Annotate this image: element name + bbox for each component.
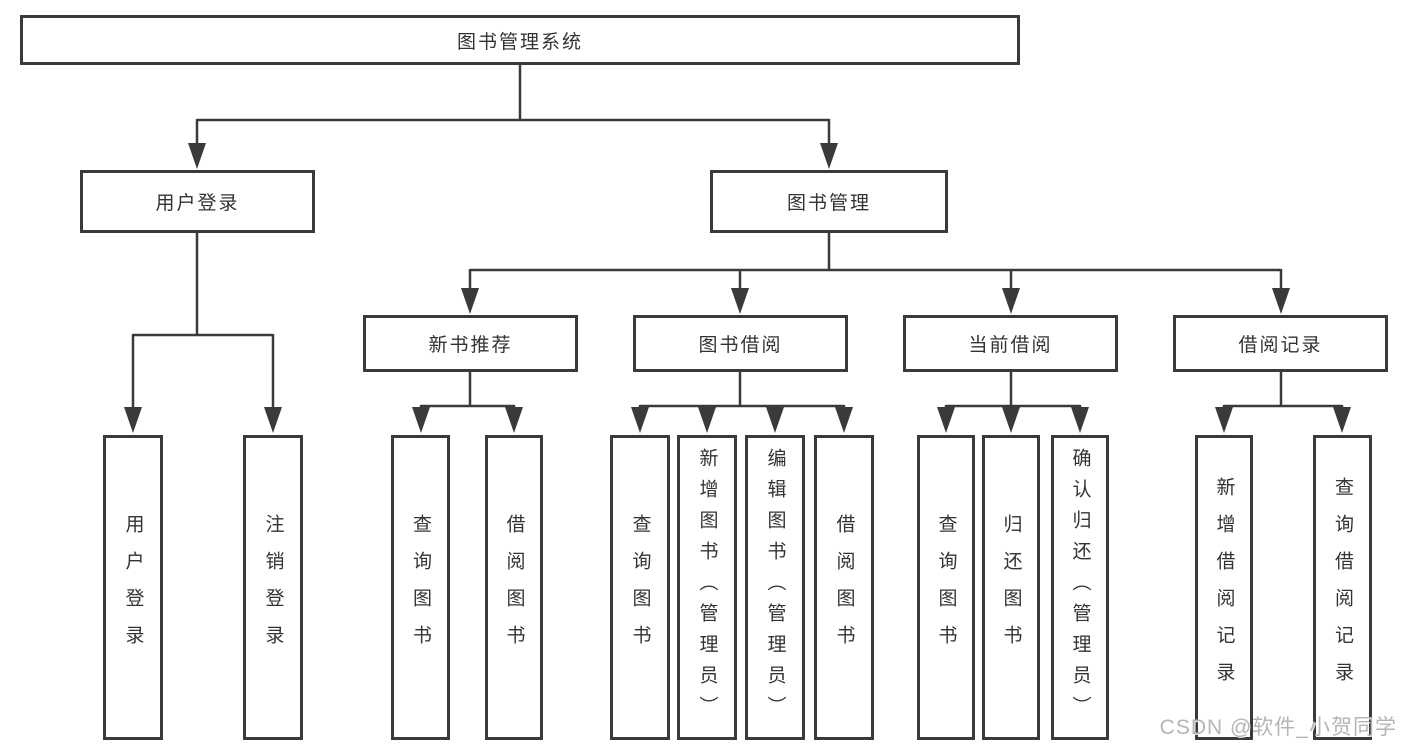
leaf-query-book-current: 查询图书: [917, 435, 975, 740]
node-user-login-label: 用户登录: [155, 193, 240, 214]
connector-book-borrow-to-leaves: [631, 372, 853, 433]
leaf-edit-book-admin: 编辑图书（管理员）: [745, 435, 805, 740]
leaf-query-borrow-record: 查询借阅记录: [1313, 435, 1372, 740]
leaf-borrow-book-borrowing-label: 借阅图书: [833, 513, 855, 662]
node-current-borrowing: 当前借阅: [903, 315, 1118, 372]
leaf-add-borrow-record: 新增借阅记录: [1195, 435, 1253, 740]
leaf-borrow-book-borrowing: 借阅图书: [814, 435, 874, 740]
leaf-confirm-return-admin-label: 确认归还（管理员）: [1069, 448, 1091, 727]
leaf-user-login-label: 用户登录: [122, 513, 144, 662]
leaf-query-book-borrowing-label: 查询图书: [629, 513, 651, 662]
node-new-book-recommend-label: 新书推荐: [428, 335, 513, 356]
connector-user-login-to-leaves: [124, 233, 282, 433]
node-book-borrowing-label: 图书借阅: [698, 335, 783, 356]
leaf-add-book-admin: 新增图书（管理员）: [677, 435, 737, 740]
leaf-query-book-recommend: 查询图书: [391, 435, 450, 740]
node-book-management: 图书管理: [710, 170, 948, 233]
node-root-system-label: 图书管理系统: [456, 31, 583, 53]
leaf-query-book-recommend-label: 查询图书: [410, 513, 431, 662]
leaf-logout: 注销登录: [243, 435, 303, 740]
leaf-return-book-label: 归还图书: [1000, 513, 1022, 662]
csdn-watermark: CSDN @软件_小贺同学: [1159, 716, 1397, 739]
connector-book-mgmt-to-level3: [461, 233, 1290, 314]
leaf-return-book: 归还图书: [982, 435, 1040, 740]
connector-borrow-record-to-leaves: [1215, 372, 1351, 433]
node-user-login: 用户登录: [80, 170, 315, 233]
connector-root-to-level2: [188, 65, 838, 169]
node-root-system: 图书管理系统: [20, 15, 1020, 65]
leaf-query-borrow-record-label: 查询借阅记录: [1332, 476, 1353, 699]
connector-new-book-to-leaves: [412, 372, 523, 433]
connector-current-borrow-to-leaves: [937, 372, 1089, 433]
leaf-user-login: 用户登录: [103, 435, 163, 740]
leaf-logout-label: 注销登录: [262, 513, 284, 662]
leaf-add-borrow-record-label: 新增借阅记录: [1213, 476, 1235, 699]
leaf-add-book-admin-label: 新增图书（管理员）: [696, 448, 718, 727]
leaf-query-book-borrowing: 查询图书: [610, 435, 670, 740]
node-current-borrowing-label: 当前借阅: [968, 335, 1053, 356]
node-book-management-label: 图书管理: [786, 193, 871, 214]
node-book-borrowing: 图书借阅: [633, 315, 848, 372]
leaf-query-book-current-label: 查询图书: [935, 513, 957, 662]
leaf-confirm-return-admin: 确认归还（管理员）: [1051, 435, 1109, 740]
node-borrowing-records-label: 借阅记录: [1238, 335, 1323, 356]
node-borrowing-records: 借阅记录: [1173, 315, 1388, 372]
leaf-edit-book-admin-label: 编辑图书（管理员）: [764, 448, 786, 727]
leaf-borrow-book-recommend: 借阅图书: [485, 435, 543, 740]
node-new-book-recommend: 新书推荐: [363, 315, 578, 372]
leaf-borrow-book-recommend-label: 借阅图书: [503, 513, 525, 662]
